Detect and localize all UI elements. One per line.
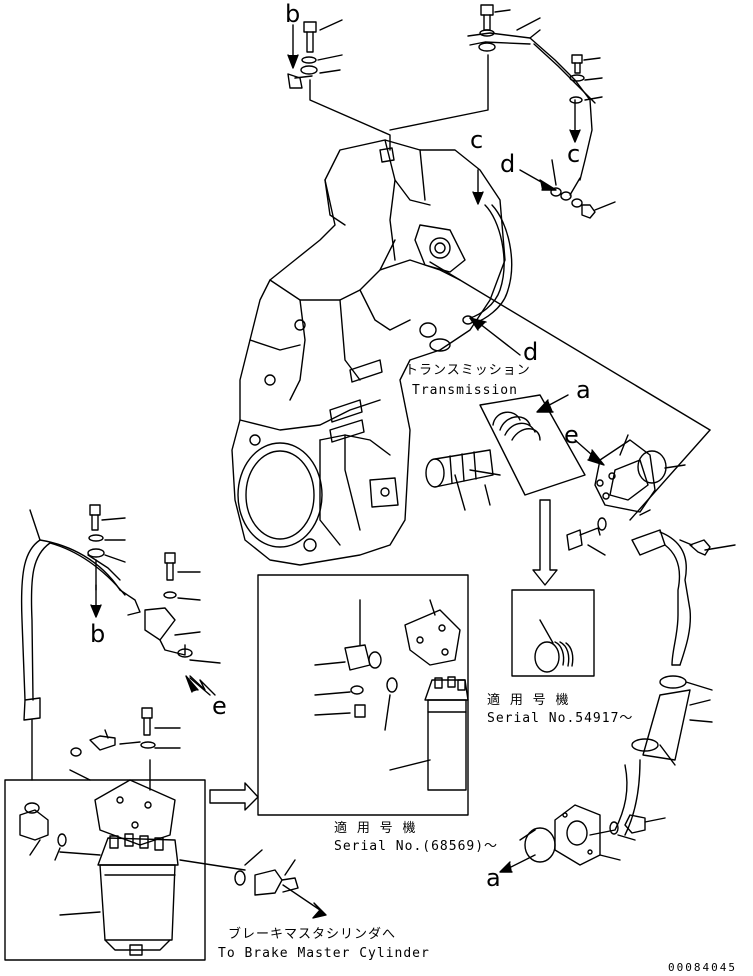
brake-label-jp: ブレーキマスタシリンダへ (228, 927, 397, 942)
callout-e-left: e (212, 692, 227, 720)
transmission-label-jp: トランスミッション (405, 363, 531, 378)
serial-box-a (511, 589, 595, 677)
serial-a-label-en: Serial No.54917～ (487, 711, 634, 726)
transmission-label-en: Transmission (412, 383, 518, 398)
callout-d-top: d (500, 150, 516, 178)
callout-a-bottom: a (486, 864, 501, 892)
filter-assembly-box (4, 707, 246, 961)
callout-e-right: e (564, 421, 579, 449)
left-hose-assembly (20, 504, 221, 781)
callout-c-right: c (567, 140, 581, 168)
right-pipe-assembly (429, 204, 736, 866)
callout-c-mid: c (470, 126, 484, 154)
strainer-kit (425, 394, 586, 586)
brake-fitting (234, 849, 327, 919)
callout-b-left: b (90, 620, 106, 648)
callout-b-top: b (285, 0, 301, 28)
serial-box-b (209, 574, 469, 816)
drawing-code: 00084045 (668, 961, 737, 974)
transmission-housing (231, 139, 506, 566)
top-bolts (287, 4, 616, 219)
serial-a-label-jp: 適 用 号 機 (487, 693, 570, 708)
serial-b-label-jp: 適 用 号 機 (334, 821, 417, 836)
serial-b-label-en: Serial No.(68569)～ (334, 839, 499, 854)
brake-label-en: To Brake Master Cylinder (218, 946, 430, 961)
callout-a-top: a (576, 376, 591, 404)
callout-arrows (90, 24, 605, 873)
callout-d-mid: d (523, 338, 539, 366)
